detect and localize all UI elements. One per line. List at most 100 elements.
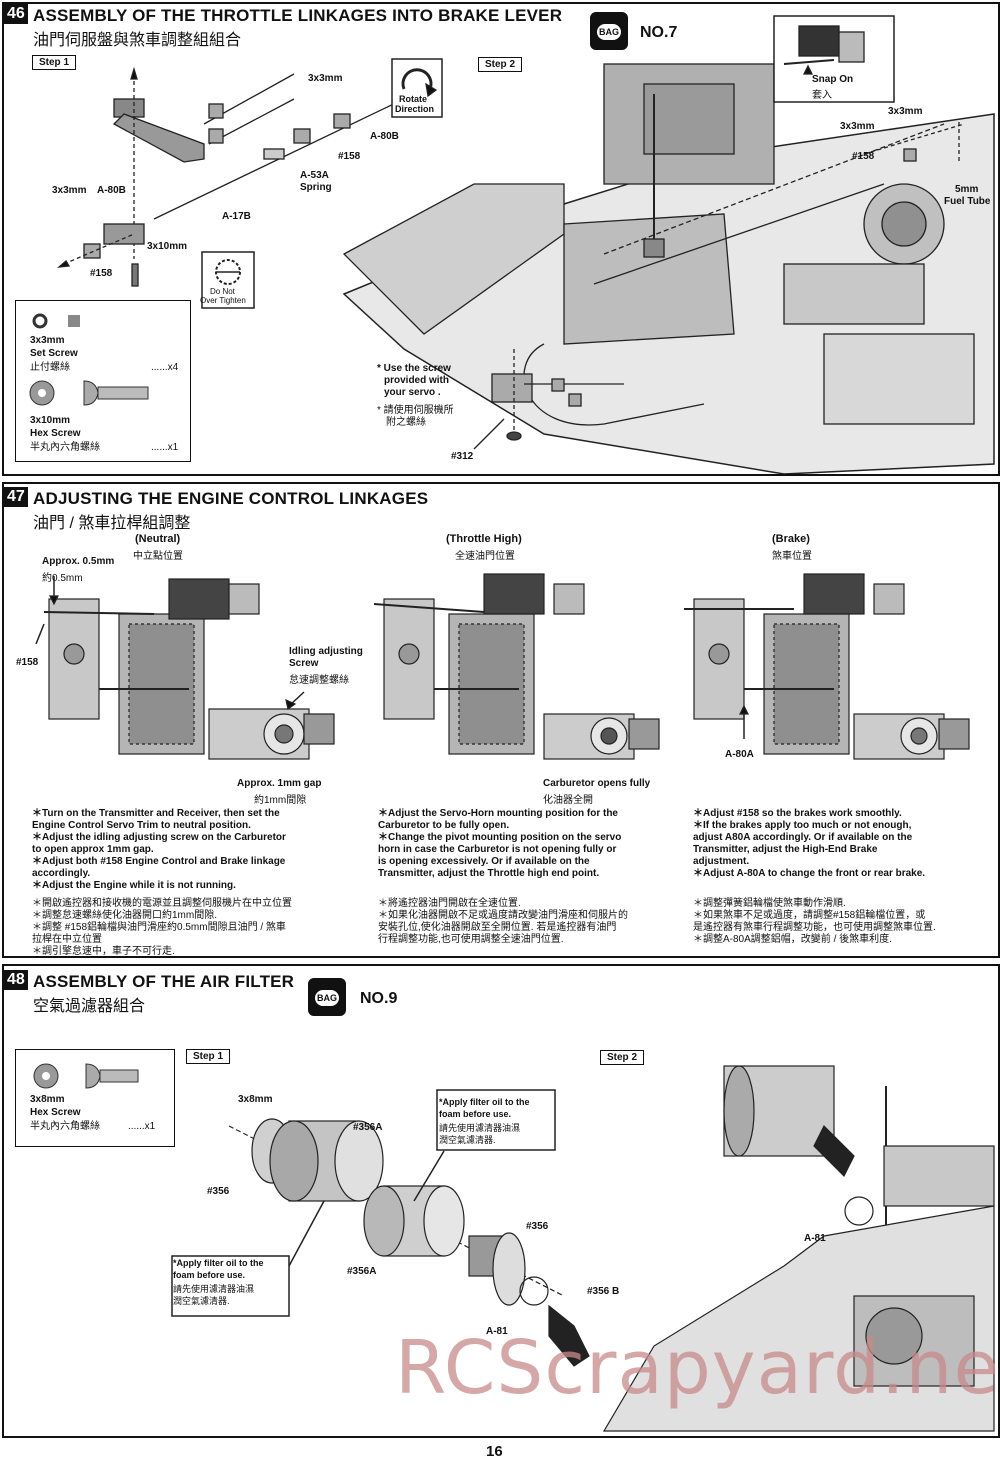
- bag-icon: BAG: [590, 12, 628, 50]
- label-carb-open: Carburetor opens fully: [543, 778, 651, 789]
- watermark: RCScrapyard.net: [395, 1325, 1000, 1411]
- ins-2-zh-2: 安裝孔位,使化油器開啟至全開位置. 若是遙控器有油門: [378, 922, 617, 933]
- label-158-mid: #158: [338, 151, 361, 162]
- oil-top-1: *Apply filter oil to the: [439, 1097, 530, 1107]
- section-48-diagram: [171, 1065, 995, 1432]
- part-zh-1: 半丸內六角螺絲: [30, 442, 100, 453]
- label-312: #312: [451, 451, 474, 462]
- label-use-screw-zh2: 附之螺絲: [386, 417, 426, 428]
- step-2-tag-48: Step 2: [600, 1050, 645, 1065]
- parts-icons-46: [29, 313, 149, 406]
- parts-box-46: 3x3mm Set Screw 止付螺絲 ......x4 3x10mm Hex…: [15, 300, 191, 462]
- label-approx-05-zh: 約0.5mm: [42, 573, 83, 584]
- section-46-diagram: [57, 15, 995, 474]
- ins-1-zh-1: ＊調整怠速螺絲使化油器開口約1mm間隙.: [32, 910, 217, 921]
- oil-left-2: foam before use.: [173, 1270, 246, 1280]
- label-a80a: A-80A: [725, 749, 754, 760]
- label-snap-on: Snap On: [812, 74, 854, 85]
- ins-3-zh-0: ＊調整彈簧鋁輪檔使煞車動作滑順.: [693, 898, 846, 909]
- label-158-neutral: #158: [16, 657, 39, 668]
- label-5mm: 5mm: [955, 184, 979, 195]
- label-3x8: 3x8mm: [238, 1094, 273, 1105]
- step-2-tag: Step 2: [478, 57, 523, 72]
- label-356a-top: #356A: [353, 1122, 383, 1133]
- label-gap-zh: 約1mm間隙: [254, 795, 307, 806]
- ins-1-zh-4: ＊調引擎怠速中，車子不可行走.: [32, 946, 175, 957]
- ins-1-1: Engine Control Servo Trim to neutral pos…: [32, 820, 251, 831]
- label-use-screw-2: provided with: [384, 375, 449, 386]
- state-brake-zh: 煞車位置: [772, 551, 812, 562]
- label-3x10: 3x10mm: [147, 241, 188, 252]
- label-a80b-left: A-80B: [97, 185, 126, 196]
- label-a80b-right: A-80B: [370, 131, 399, 142]
- ins-1-4: ＊Adjust both #158 Engine Control and Bra…: [32, 856, 286, 867]
- ins-2-zh-0: ＊將遙控器油門開啟在全速位置.: [378, 898, 521, 909]
- instructions-col-3: ＊Adjust #158 so the brakes work smoothly…: [693, 808, 993, 946]
- label-direction: Direction: [395, 104, 435, 114]
- label-3x3-left: 3x3mm: [52, 185, 87, 196]
- step-1-tag-48: Step 1: [186, 1049, 231, 1064]
- bag-icon-48: BAG: [308, 978, 346, 1016]
- oil-left-1: *Apply filter oil to the: [173, 1258, 264, 1268]
- label-158-left: #158: [90, 268, 113, 279]
- ins-1-zh-2: ＊調整 #158鋁輪檔與油門滑座約0.5mm間隙且油門 / 煞車: [32, 922, 286, 933]
- label-idling-1: Idling adjusting: [289, 646, 363, 657]
- label-a17b: A-17B: [222, 211, 251, 222]
- label-snap-on-zh: 套入: [812, 90, 832, 101]
- ins-2-0: ＊Adjust the Servo-Horn mounting position…: [378, 808, 618, 819]
- part-zh-48: 半丸內六角螺絲: [30, 1121, 100, 1132]
- ins-3-2: adjust A80A accordingly. Or if available…: [693, 832, 913, 843]
- step-1-tag: Step 1: [32, 55, 77, 70]
- label-a53a: A-53A: [300, 170, 329, 181]
- ins-1-3: to open approx 1mm gap.: [32, 844, 154, 855]
- ins-3-zh-1: ＊如果煞車不足或過度，請調整#158鋁輪檔位置，或: [693, 910, 926, 921]
- bag-label-48: BAG: [315, 990, 339, 1006]
- label-over-tighten: Over Tighten: [200, 296, 246, 305]
- instructions-col-1: ＊Turn on the Transmitter and Receiver, t…: [32, 808, 352, 958]
- state-throttle-high: (Throttle High): [446, 533, 522, 545]
- oil-left-zh1: 請先使用濾清器油濕: [173, 1284, 255, 1294]
- section-46-title: ASSEMBLY OF THE THROTTLE LINKAGES INTO B…: [33, 6, 563, 25]
- part-name-0: 3x3mm: [30, 335, 65, 346]
- section-48-title-zh: 空氣過濾器組合: [33, 998, 146, 1015]
- ins-1-0: ＊Turn on the Transmitter and Receiver, t…: [32, 808, 280, 819]
- state-neutral-zh: 中立點位置: [133, 551, 183, 562]
- oil-top-zh1: 請先使用濾清器油濕: [439, 1123, 521, 1133]
- ins-3-4: adjustment.: [693, 856, 750, 867]
- label-3x3-top: 3x3mm: [308, 73, 343, 84]
- section-47-title: ADJUSTING THE ENGINE CONTROL LINKAGES: [33, 489, 429, 508]
- oil-top-zh2: 潤空氣濾清器.: [439, 1135, 496, 1145]
- ins-2-5: Transmitter, adjust the Throttle high en…: [378, 868, 600, 879]
- part-name-48: 3x8mm: [30, 1094, 65, 1105]
- label-a81-right: A-81: [804, 1233, 826, 1244]
- oil-top-2: foam before use.: [439, 1109, 512, 1119]
- label-spring: Spring: [300, 182, 332, 193]
- part-type-1: Hex Screw: [30, 428, 81, 439]
- ins-3-1: ＊If the brakes apply too much or not eno…: [693, 820, 912, 831]
- section-48-panel: [2, 964, 1000, 1438]
- ins-2-zh-1: ＊如果化油器開啟不足或過度請改變油門滑座和伺服片的: [378, 910, 628, 921]
- section-47-panel: [2, 482, 1000, 958]
- section-47-diagram: [35, 573, 970, 760]
- parts-icons-48: [33, 1063, 139, 1089]
- page-number: 16: [486, 1443, 503, 1460]
- label-158-right: #158: [852, 151, 875, 162]
- ins-2-3: horn in case the Carburetor is not openi…: [378, 844, 617, 855]
- oil-left-zh2: 潤空氣濾清器.: [173, 1296, 230, 1306]
- ins-2-zh-3: 行程調整功能,也可使用調整全速油門位置.: [378, 934, 564, 945]
- bag-number: NO.7: [640, 24, 678, 41]
- ins-1-2: ＊Adjust the idling adjusting screw on th…: [32, 832, 286, 843]
- part-qty-48: ......x1: [128, 1121, 156, 1132]
- part-name-1: 3x10mm: [30, 415, 71, 426]
- label-356-right: #356: [526, 1221, 549, 1232]
- section-46-title-zh: 油門伺服盤與煞車調整組組合: [33, 32, 242, 49]
- state-brake: (Brake): [772, 533, 810, 545]
- ins-3-0: ＊Adjust #158 so the brakes work smoothly…: [693, 808, 902, 819]
- part-qty-0: ......x4: [151, 362, 179, 373]
- label-rotate: Rotate: [399, 94, 428, 104]
- label-3x3-r2: 3x3mm: [840, 121, 875, 132]
- label-use-screw-3: your servo .: [384, 387, 441, 398]
- label-use-screw-zh1: * 請使用伺服機所: [377, 405, 454, 416]
- label-356b: #356 B: [587, 1286, 620, 1297]
- section-46-number: 46: [4, 4, 28, 24]
